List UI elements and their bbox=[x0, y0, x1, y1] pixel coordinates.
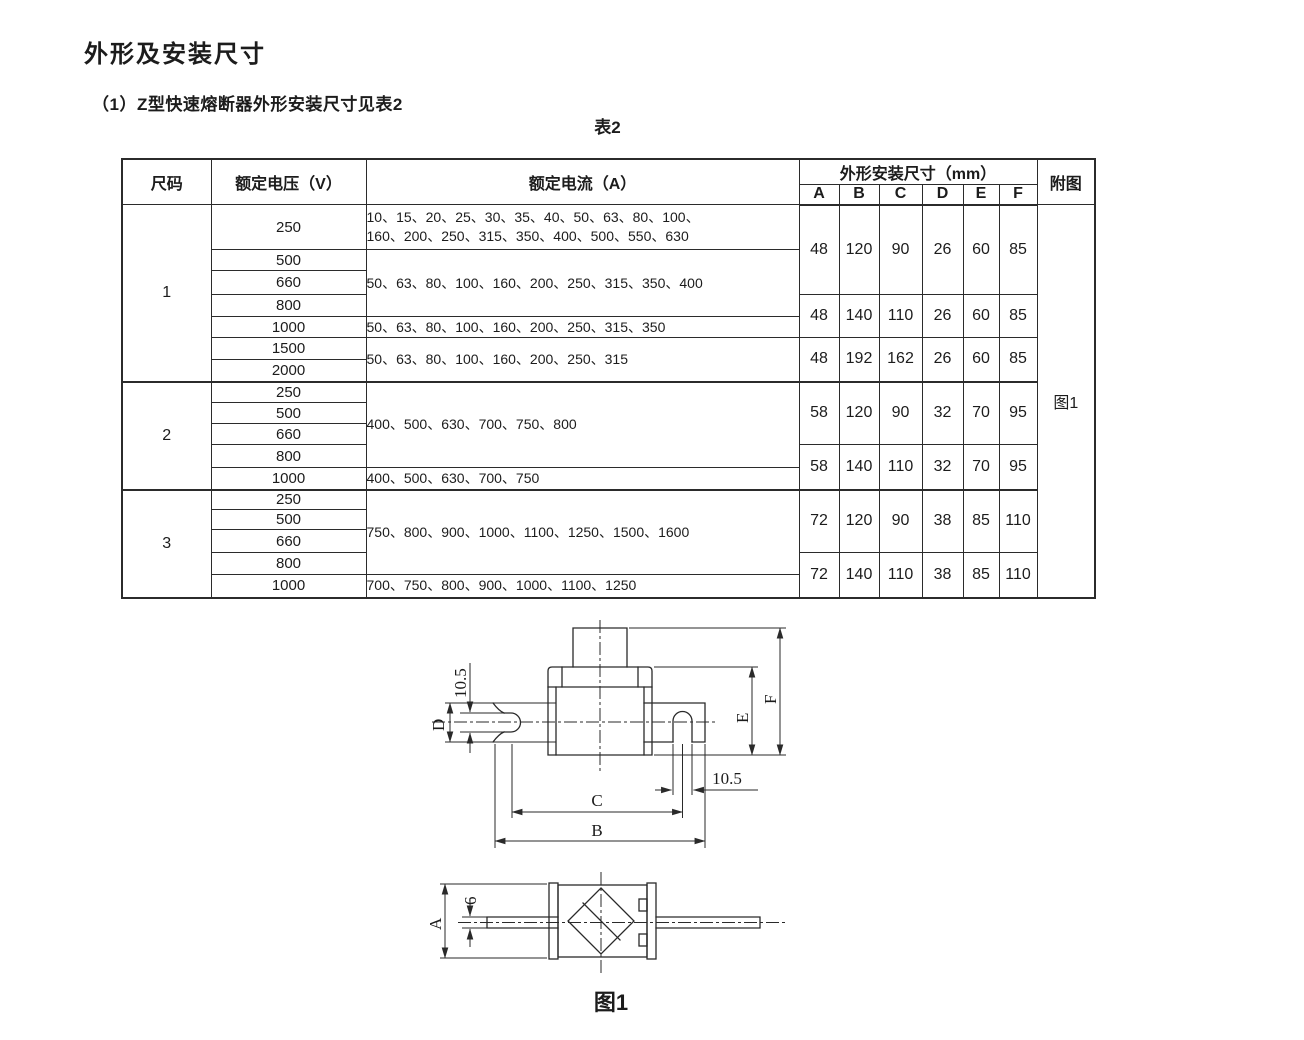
voltage-cell: 800 bbox=[210, 552, 367, 575]
dim-cell: 110 bbox=[878, 444, 923, 490]
page-title: 外形及安装尺寸 bbox=[84, 41, 266, 68]
side-view: A 6 bbox=[426, 872, 788, 975]
voltage-cell: 500 bbox=[210, 509, 367, 530]
dim-cell: 32 bbox=[921, 444, 964, 490]
dim-label-c: C bbox=[591, 791, 602, 810]
page-subtitle: （1）Z型快速熔断器外形安装尺寸见表2 bbox=[92, 95, 403, 114]
dim-cell: 58 bbox=[798, 444, 840, 490]
dim-cell: 110 bbox=[998, 488, 1038, 553]
header-dim-a: A bbox=[798, 184, 840, 206]
dim-cell: 140 bbox=[838, 444, 880, 490]
header-dim-f: F bbox=[998, 184, 1038, 206]
header-figure: 附图 bbox=[1036, 158, 1096, 205]
voltage-cell: 1000 bbox=[210, 316, 367, 338]
header-dim-e: E bbox=[962, 184, 1000, 206]
dim-cell: 85 bbox=[998, 337, 1038, 382]
current-cell: 50、63、80、100、160、200、250、315、350、400 bbox=[365, 249, 800, 317]
dim-cell: 26 bbox=[921, 337, 964, 382]
size-cell: 3 bbox=[121, 488, 212, 598]
dim-cell: 48 bbox=[798, 204, 840, 295]
dim-cell: 72 bbox=[798, 488, 840, 553]
header-dim-c: C bbox=[878, 184, 923, 206]
dim-cell: 110 bbox=[998, 552, 1038, 598]
voltage-cell: 660 bbox=[210, 423, 367, 445]
dim-label-a: A bbox=[426, 917, 445, 930]
dim-cell: 85 bbox=[998, 294, 1038, 338]
dim-cell: 72 bbox=[798, 552, 840, 598]
current-cell: 400、500、630、700、750 bbox=[365, 467, 800, 490]
size-cell: 2 bbox=[121, 380, 212, 490]
current-cell: 400、500、630、700、750、800 bbox=[365, 380, 800, 468]
dim-cell: 32 bbox=[921, 380, 964, 445]
dim-cell: 110 bbox=[878, 552, 923, 598]
voltage-cell: 1000 bbox=[210, 574, 367, 598]
front-view: 10.5 D E F C B 10.5 bbox=[429, 620, 786, 848]
dim-label-slot-top: 10.5 bbox=[451, 668, 470, 698]
dim-cell: 120 bbox=[838, 488, 880, 553]
dim-cell: 60 bbox=[962, 337, 1000, 382]
dim-cell: 192 bbox=[838, 337, 880, 382]
voltage-cell: 800 bbox=[210, 444, 367, 468]
dim-label-six: 6 bbox=[461, 897, 480, 906]
dim-label-f: F bbox=[761, 695, 780, 704]
dim-cell: 90 bbox=[878, 380, 923, 445]
dim-cell: 85 bbox=[998, 204, 1038, 295]
dim-cell: 140 bbox=[838, 294, 880, 338]
voltage-cell: 800 bbox=[210, 294, 367, 317]
dim-label-d: D bbox=[429, 719, 448, 731]
dim-cell: 110 bbox=[878, 294, 923, 338]
header-dim-d: D bbox=[921, 184, 964, 206]
voltage-cell: 500 bbox=[210, 249, 367, 271]
current-cell: 700、750、800、900、1000、1100、1250 bbox=[365, 574, 800, 598]
voltage-cell: 1000 bbox=[210, 467, 367, 490]
voltage-cell: 250 bbox=[210, 204, 367, 250]
dim-cell: 58 bbox=[798, 380, 840, 445]
voltage-cell: 660 bbox=[210, 529, 367, 553]
table-caption: 表2 bbox=[594, 118, 621, 137]
dim-cell: 48 bbox=[798, 337, 840, 382]
dim-cell: 90 bbox=[878, 488, 923, 553]
voltage-cell: 500 bbox=[210, 402, 367, 424]
current-cell: 10、15、20、25、30、35、40、50、63、80、100、 160、2… bbox=[365, 204, 800, 250]
current-cell: 750、800、900、1000、1100、1250、1500、1600 bbox=[365, 488, 800, 575]
dim-cell: 85 bbox=[962, 552, 1000, 598]
voltage-cell: 660 bbox=[210, 270, 367, 295]
dim-cell: 95 bbox=[998, 380, 1038, 445]
dim-cell: 120 bbox=[838, 204, 880, 295]
header-dim-b: B bbox=[838, 184, 880, 206]
figure-ref-cell: 图1 bbox=[1036, 204, 1096, 598]
voltage-cell: 250 bbox=[210, 380, 367, 403]
voltage-cell: 250 bbox=[210, 488, 367, 510]
dim-cell: 38 bbox=[921, 552, 964, 598]
dim-cell: 90 bbox=[878, 204, 923, 295]
dim-cell: 85 bbox=[962, 488, 1000, 553]
dim-cell: 26 bbox=[921, 204, 964, 295]
voltage-cell: 1500 bbox=[210, 337, 367, 360]
dim-cell: 60 bbox=[962, 204, 1000, 295]
size-cell: 1 bbox=[121, 204, 212, 382]
header-voltage: 额定电压（V） bbox=[210, 158, 367, 205]
dim-cell: 140 bbox=[838, 552, 880, 598]
header-current: 额定电流（A） bbox=[365, 158, 800, 205]
dim-cell: 60 bbox=[962, 294, 1000, 338]
figure-caption: 图1 bbox=[593, 990, 629, 1015]
dim-cell: 26 bbox=[921, 294, 964, 338]
dim-label-e: E bbox=[733, 713, 752, 723]
header-dims-group: 外形安装尺寸（mm） bbox=[798, 158, 1038, 185]
dim-cell: 95 bbox=[998, 444, 1038, 490]
dim-cell: 162 bbox=[878, 337, 923, 382]
voltage-cell: 2000 bbox=[210, 359, 367, 382]
dim-cell: 38 bbox=[921, 488, 964, 553]
current-cell: 50、63、80、100、160、200、250、315 bbox=[365, 337, 800, 382]
dim-cell: 48 bbox=[798, 294, 840, 338]
dim-label-b: B bbox=[591, 821, 602, 840]
current-cell: 50、63、80、100、160、200、250、315、350 bbox=[365, 316, 800, 338]
header-size: 尺码 bbox=[121, 158, 212, 205]
dim-cell: 120 bbox=[838, 380, 880, 445]
dim-cell: 70 bbox=[962, 444, 1000, 490]
dimension-table: 尺码 额定电压（V） 额定电流（A） 外形安装尺寸（mm） 附图 A B C D… bbox=[121, 158, 1097, 599]
dim-label-slot-bottom: 10.5 bbox=[712, 769, 742, 788]
fuse-technical-drawing: 10.5 D E F C B 10.5 bbox=[426, 620, 788, 975]
dim-cell: 70 bbox=[962, 380, 1000, 445]
